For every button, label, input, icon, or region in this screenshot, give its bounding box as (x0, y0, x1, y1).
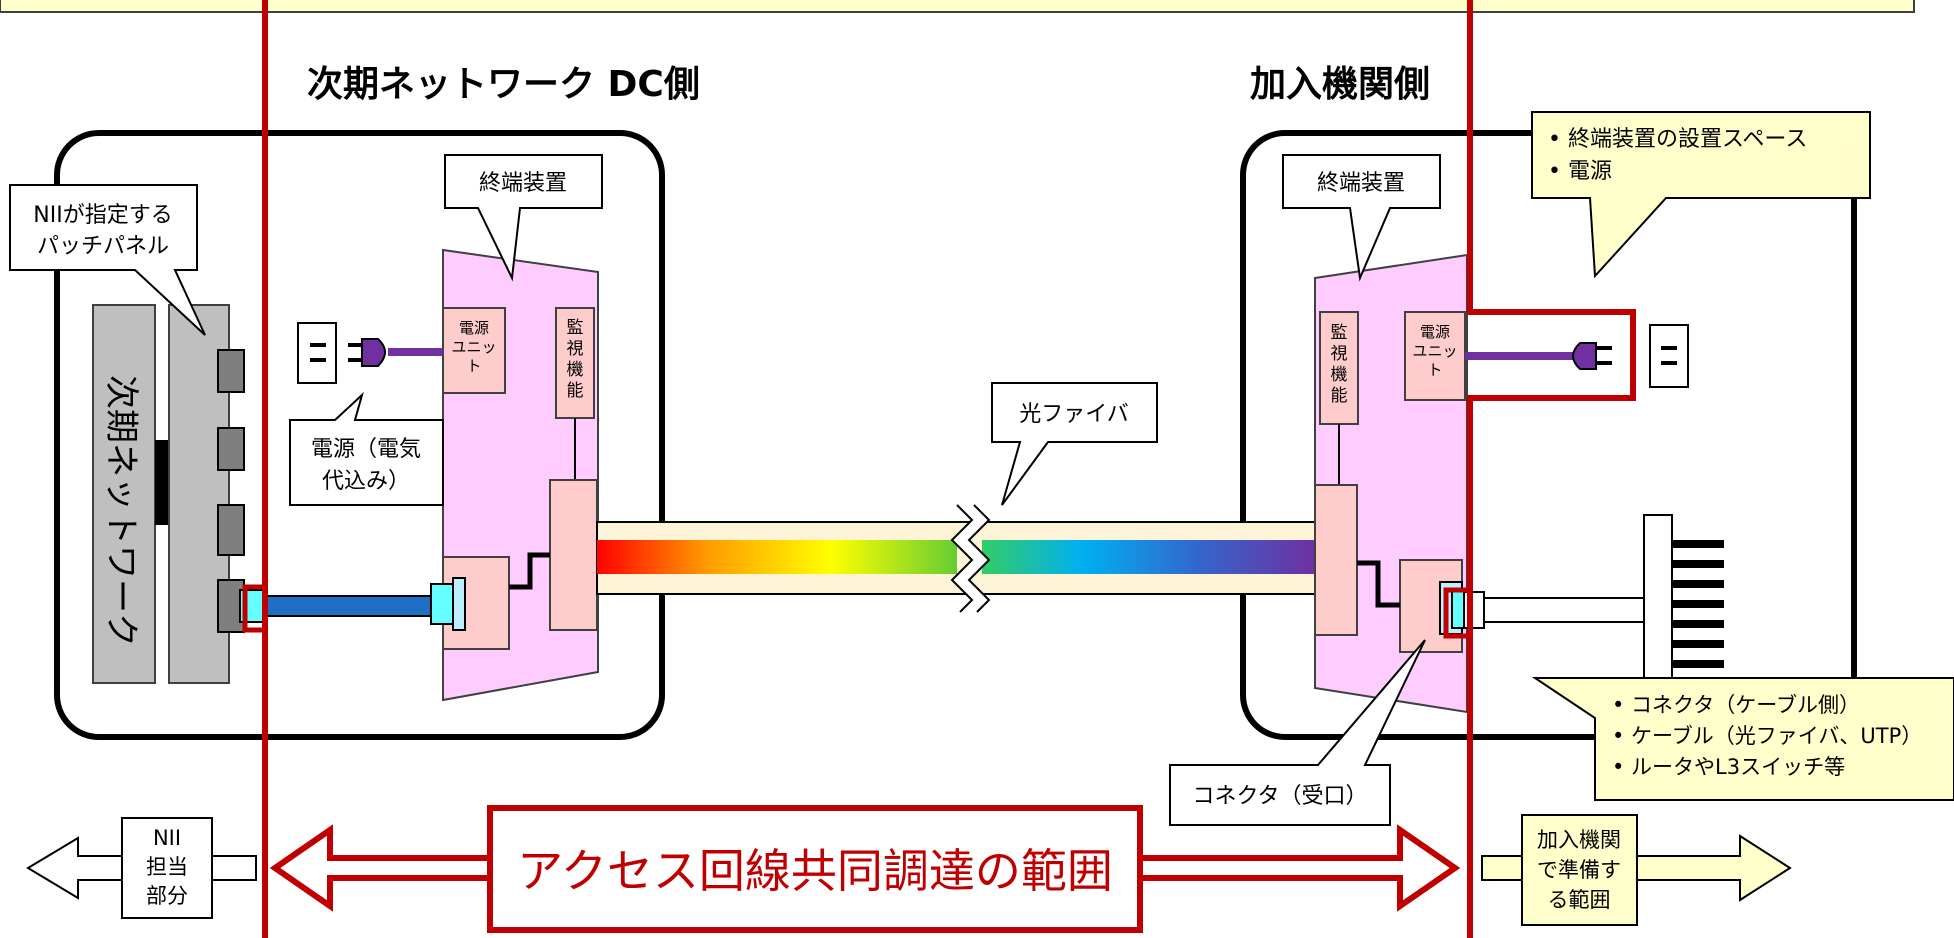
fiber-core-right (982, 540, 1315, 574)
member-monitor-label: 監 (1331, 323, 1348, 343)
fiber-core-left (597, 540, 957, 574)
member-terminal-callout: 終端装置 (1282, 154, 1441, 282)
member-power-unit-label: ユニッ (1412, 342, 1457, 360)
joint-procurement-label: アクセス回線共同調達の範囲 (517, 844, 1113, 898)
member-scope-box (1521, 814, 1638, 926)
top-note-strip (0, 0, 1915, 13)
member-monitor-label: 機 (1331, 365, 1348, 385)
requirement-item: • ケーブル（光ファイバ、UTP） (1612, 724, 1922, 748)
dc-side-heading: 次期ネットワーク DC側 (307, 64, 700, 105)
connector-callout: コネクタ（受口） (1169, 639, 1426, 826)
requirement-item: • ルータやL3スイッチ等 (1612, 755, 1845, 779)
dc-monitor-label: 視 (567, 339, 584, 359)
joint-procurement-box (487, 805, 1143, 933)
nii-scope-label: 部分 (146, 884, 188, 908)
nii-scope-box (121, 817, 213, 919)
dc-terminal-callout-text: 終端装置 (479, 171, 567, 196)
nii-scope-label: 担当 (146, 855, 188, 879)
dc-power-unit-label: 電源 (459, 319, 489, 337)
fiber-callout-text: 光ファイバ (1019, 402, 1129, 427)
dc-monitor-label: 能 (567, 381, 584, 401)
patch-panel-label: 次期ネットワーク (101, 375, 141, 647)
router-l3-switch (1643, 514, 1673, 686)
dc-power-unit-label: ト (466, 357, 481, 375)
requirement-item: • 電源 (1548, 159, 1612, 184)
member-power-unit (1404, 311, 1466, 401)
member-optical-port (1314, 484, 1358, 636)
dc-lan-connector (430, 583, 454, 625)
patch-port (217, 349, 245, 393)
patch-panel-callout: NIIが指定する パッチパネル (9, 184, 206, 336)
member-monitor-label: 視 (1331, 344, 1348, 364)
dc-monitor-label: 監 (567, 318, 584, 338)
dc-power-unit (442, 307, 506, 394)
fiber-callout: 光ファイバ (991, 382, 1158, 506)
dc-wall-outlet (297, 322, 337, 384)
requirement-item: • コネクタ（ケーブル側） (1612, 693, 1860, 717)
member-scope-label: 加入機関 (1537, 828, 1621, 852)
dc-power-callout: 電源（電気 代込み） (289, 391, 444, 506)
dc-monitor-label: 機 (567, 360, 584, 380)
requirements-bottom-callout: • コネクタ（ケーブル側） • ケーブル（光ファイバ、UTP） • ルータやL3… (1531, 677, 1954, 801)
member-power-unit-label: ト (1427, 361, 1442, 379)
patch-callout-line: NIIが指定する (33, 203, 172, 228)
dc-power-callout-line: 電源（電気 (311, 437, 421, 462)
requirement-item: • 終端装置の設置スペース (1548, 127, 1807, 152)
patch-port (217, 504, 245, 556)
member-scope-label: で準備す (1537, 858, 1621, 882)
dc-terminal-callout: 終端装置 (444, 154, 603, 282)
member-monitor-function (1319, 311, 1359, 425)
patch-port (217, 427, 245, 471)
member-wall-outlet (1649, 324, 1689, 388)
member-monitor-label: 能 (1331, 386, 1348, 406)
member-side-heading: 加入機関側 (1250, 64, 1430, 105)
member-terminal-callout-text: 終端装置 (1317, 171, 1405, 196)
nii-scope-label: NII (153, 826, 181, 850)
patch-callout-line: パッチパネル (37, 234, 169, 259)
dc-power-callout-line: 代込み） (322, 469, 410, 494)
dc-power-unit-label: ユニッ (451, 338, 496, 356)
dc-optical-port (549, 479, 598, 631)
member-scope-label: る範囲 (1548, 888, 1611, 912)
dc-power-plug (361, 338, 386, 367)
requirements-top-callout: • 終端装置の設置スペース • 電源 (1531, 111, 1871, 279)
router-ports (1672, 540, 1724, 668)
lan-cable (265, 595, 432, 617)
patch-panel: 次期ネットワーク (92, 304, 245, 684)
dc-monitor-function (555, 307, 595, 419)
member-boundary-line (1467, 0, 1636, 938)
member-power-plug (1572, 342, 1597, 370)
connector-callout-text: コネクタ（受口） (1192, 784, 1367, 809)
member-power-unit-label: 電源 (1420, 323, 1450, 341)
member-cable (1483, 597, 1645, 623)
